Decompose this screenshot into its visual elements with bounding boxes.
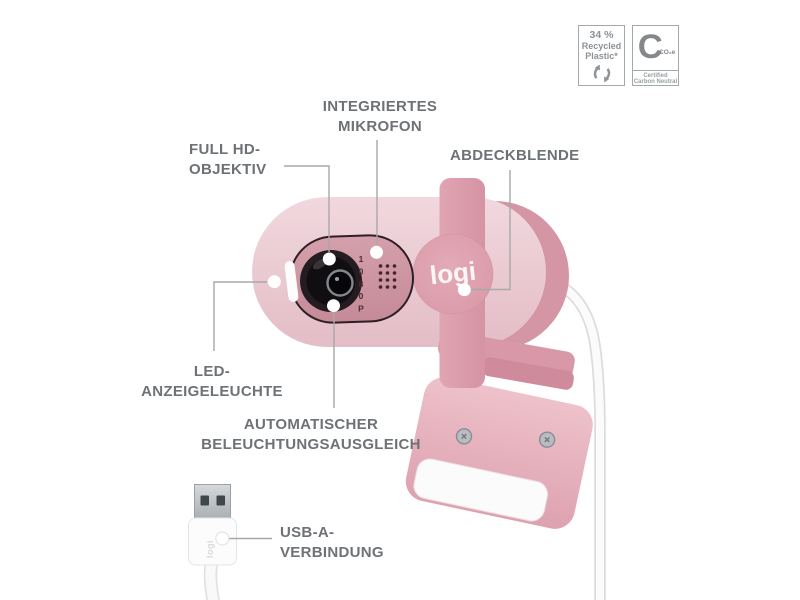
led-callout-dot (267, 275, 281, 289)
recycled-percent: 34 % (589, 29, 614, 41)
light-balance-label: AUTOMATISCHER BELEUCHTUNGSAUSGLEICH (201, 416, 421, 453)
usb-plug-body (188, 517, 237, 566)
microphone-callout-dot (370, 245, 383, 259)
mount-hinge-joint (482, 357, 574, 390)
recycled-word: Recycled (581, 41, 622, 51)
led-label: LED- ANZEIGELEUCHTE (141, 363, 283, 400)
shutter-callout-dot (457, 283, 471, 297)
usb-cable-right (543, 275, 606, 600)
camera-lens (300, 250, 362, 312)
sensor-1080p-label: 1080P (356, 254, 366, 316)
lens-label: FULL HD- OBJEKTIV (189, 141, 267, 178)
microphone-label: INTEGRIERTES MIKROFON (322, 98, 438, 135)
light-balance-callout-dot (327, 299, 340, 313)
carbon-caption: Certified Carbon Neutral (633, 70, 678, 86)
lens-callout-dot (322, 252, 336, 266)
mount-base (405, 377, 593, 529)
microphone-holes (378, 264, 397, 289)
plastic-word: Plastic* (585, 51, 618, 61)
recycle-icon (593, 64, 610, 83)
lens-callout-line (284, 165, 330, 252)
shutter-callout-line (471, 170, 511, 291)
recycled-plastic-badge: 34 % Recycled Plastic* (578, 25, 625, 86)
shutter-label: ABDECKBLENDE (450, 147, 580, 164)
led-callout-line (213, 281, 267, 351)
carbon-logo: C CO₂e (633, 26, 678, 70)
usb-connector (188, 484, 237, 600)
co2e-label: CO₂e (659, 49, 676, 56)
usb-label: USB-A- VERBINDUNG (280, 524, 384, 561)
screw-icon (538, 431, 556, 448)
carbon-neutral-badge: C CO₂e Certified Carbon Neutral (632, 25, 679, 86)
carbon-c-letter: C (637, 28, 663, 66)
led-indicator (284, 261, 299, 302)
screw-icon (455, 428, 473, 445)
usb-callout-dot (215, 531, 230, 546)
